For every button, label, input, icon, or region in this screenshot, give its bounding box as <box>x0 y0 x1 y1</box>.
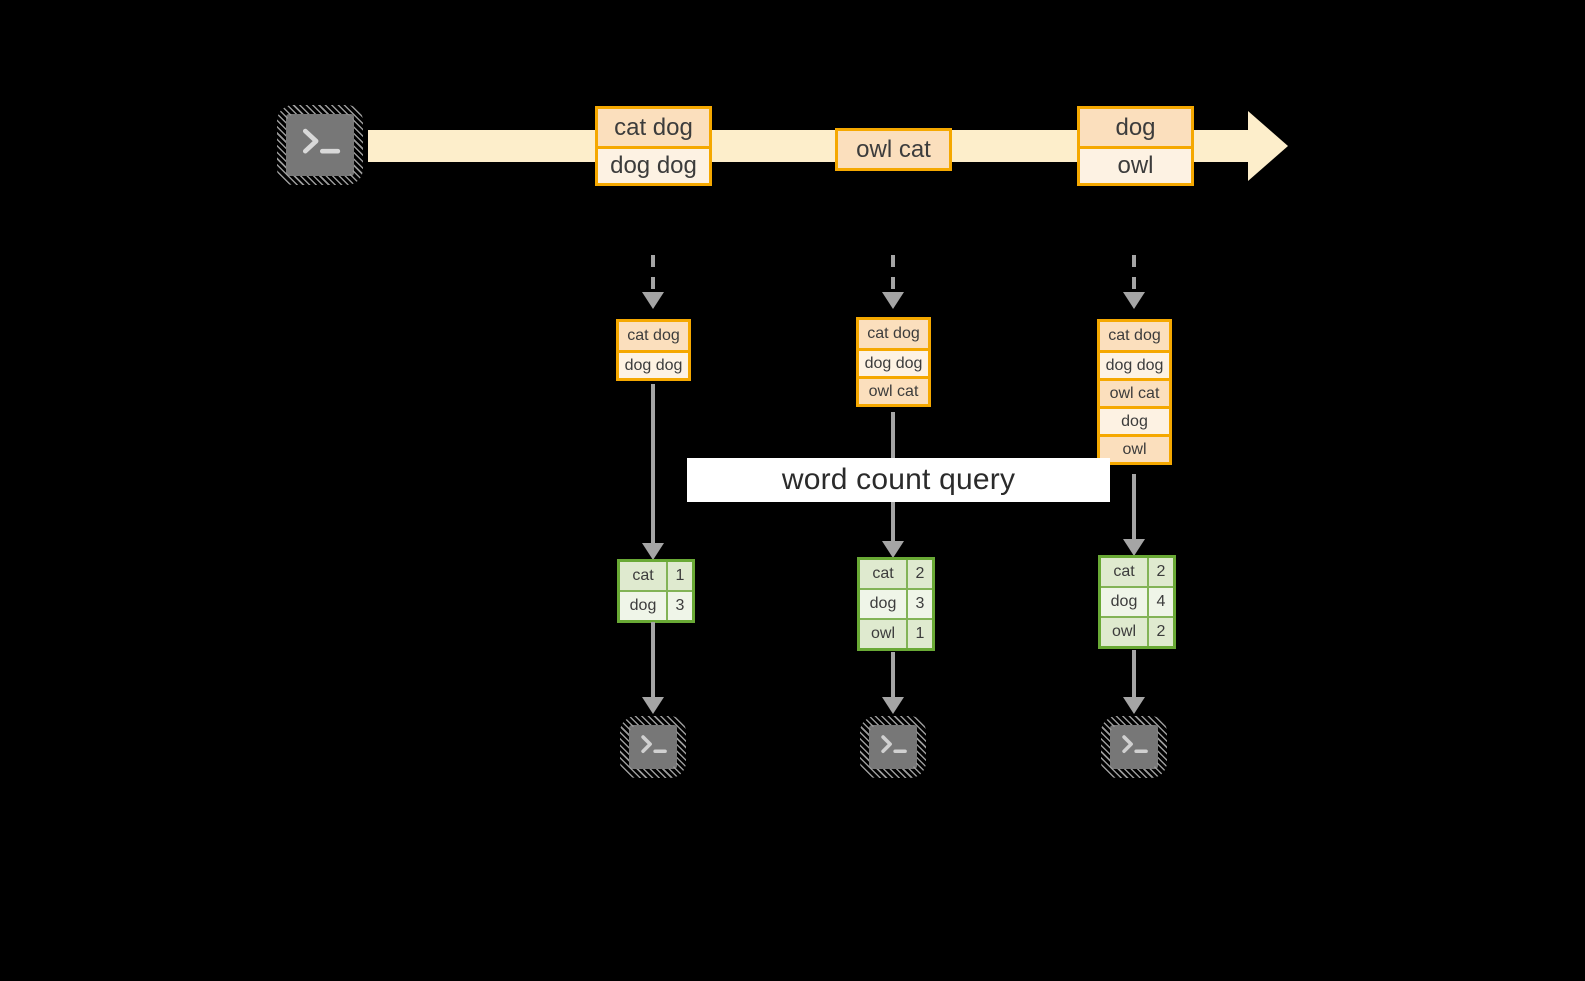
result-word: dog <box>1101 588 1147 616</box>
accumulated-message: owl cat <box>1100 378 1169 406</box>
result-count: 3 <box>666 592 692 620</box>
accumulated-message: cat dog <box>1100 322 1169 350</box>
accumulated-message: dog dog <box>1100 350 1169 378</box>
sink-terminal-icon[interactable] <box>860 716 926 778</box>
result-row: cat 2 <box>1101 558 1173 586</box>
result-count: 1 <box>666 562 692 590</box>
stage-intake-arrowhead <box>1123 292 1145 309</box>
stage-query-arrowhead <box>1123 539 1145 556</box>
terminal-face <box>869 725 917 769</box>
stage-sink-arrowhead <box>642 697 664 714</box>
stage-sink-connector <box>1132 650 1136 704</box>
result-row: owl 1 <box>860 618 932 648</box>
stream-message-group[interactable]: cat dog dog dog <box>595 106 712 186</box>
result-row: dog 3 <box>860 588 932 618</box>
stage-query-connector <box>1132 474 1136 548</box>
result-count: 2 <box>1147 618 1173 646</box>
stage-sink-arrowhead <box>1123 697 1145 714</box>
result-count: 1 <box>906 620 932 648</box>
stage-accumulated-messages[interactable]: cat dog dog dog owl cat <box>856 317 931 407</box>
stream-message-group[interactable]: dog owl <box>1077 106 1194 186</box>
stream-message: owl <box>1080 146 1191 183</box>
result-row: owl 2 <box>1101 616 1173 646</box>
result-row: cat 1 <box>620 562 692 590</box>
sink-terminal-icon[interactable] <box>1101 716 1167 778</box>
stream-message: dog <box>1080 109 1191 146</box>
stage-query-arrowhead <box>882 541 904 558</box>
stream-message-group[interactable]: owl cat <box>835 128 952 171</box>
result-word: cat <box>1101 558 1147 586</box>
result-count: 3 <box>906 590 932 618</box>
query-label-band: word count query <box>687 458 1110 502</box>
stage-intake-connector <box>1132 255 1136 297</box>
stage-accumulated-messages[interactable]: cat dog dog dog <box>616 319 691 381</box>
result-row: dog 3 <box>620 590 692 620</box>
stage-query-connector <box>651 384 655 550</box>
result-word: cat <box>620 562 666 590</box>
stage-intake-arrowhead <box>882 292 904 309</box>
result-word: owl <box>1101 618 1147 646</box>
result-word: owl <box>860 620 906 648</box>
result-count: 2 <box>1147 558 1173 586</box>
accumulated-message: cat dog <box>859 320 928 348</box>
accumulated-message: dog <box>1100 406 1169 434</box>
accumulated-message: dog dog <box>859 348 928 376</box>
sink-terminal-icon[interactable] <box>620 716 686 778</box>
stage-intake-arrowhead <box>642 292 664 309</box>
result-word: dog <box>620 592 666 620</box>
stream-message: owl cat <box>838 131 949 168</box>
stream-message: cat dog <box>598 109 709 146</box>
word-count-result-table[interactable]: cat 2 dog 3 owl 1 <box>857 557 935 651</box>
source-terminal-icon[interactable] <box>277 105 363 185</box>
accumulated-message: owl cat <box>859 376 928 404</box>
terminal-prompt-glyph <box>302 128 341 154</box>
stage-sink-connector <box>891 652 895 704</box>
stage-sink-connector <box>651 622 655 702</box>
stream-arrow-head <box>1248 111 1288 181</box>
stage-sink-arrowhead <box>882 697 904 714</box>
stage-intake-connector <box>651 255 655 297</box>
result-count: 4 <box>1147 588 1173 616</box>
result-word: cat <box>860 560 906 588</box>
terminal-prompt-glyph <box>881 735 907 754</box>
query-label-text: word count query <box>781 463 1016 496</box>
terminal-prompt-glyph <box>641 735 667 754</box>
result-word: dog <box>860 590 906 618</box>
terminal-face <box>286 114 354 176</box>
accumulated-message: dog dog <box>619 350 688 378</box>
accumulated-message: owl <box>1100 434 1169 462</box>
terminal-face <box>1110 725 1158 769</box>
stage-intake-connector <box>891 255 895 297</box>
stream-message: dog dog <box>598 146 709 183</box>
accumulated-message: cat dog <box>619 322 688 350</box>
stage-query-arrowhead <box>642 543 664 560</box>
terminal-face <box>629 725 677 769</box>
terminal-prompt-glyph <box>1122 735 1148 754</box>
result-count: 2 <box>906 560 932 588</box>
result-row: dog 4 <box>1101 586 1173 616</box>
word-count-result-table[interactable]: cat 2 dog 4 owl 2 <box>1098 555 1176 649</box>
stage-accumulated-messages[interactable]: cat dog dog dog owl cat dog owl <box>1097 319 1172 465</box>
word-count-result-table[interactable]: cat 1 dog 3 <box>617 559 695 623</box>
result-row: cat 2 <box>860 560 932 588</box>
